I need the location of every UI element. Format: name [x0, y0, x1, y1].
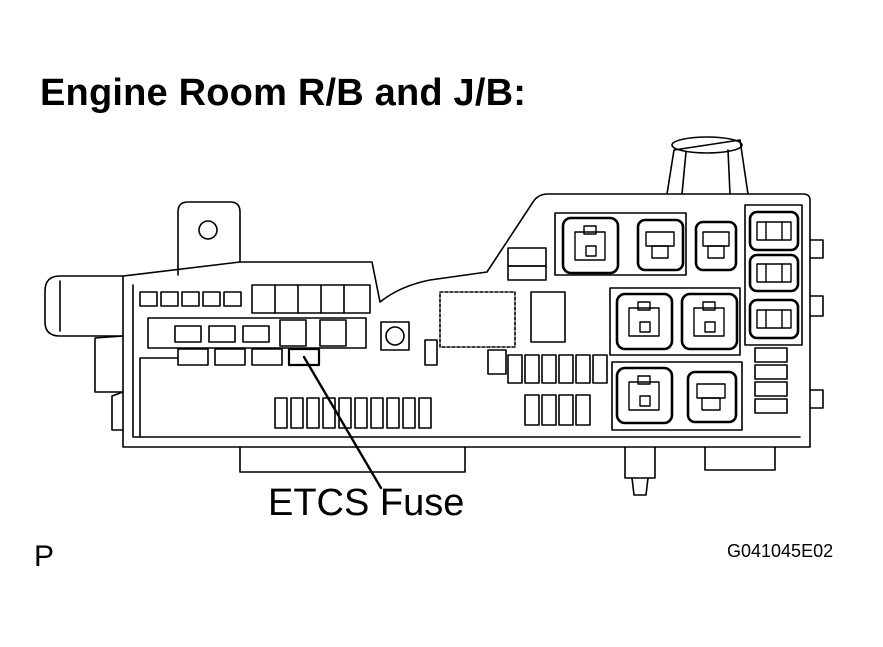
mid-fuse-block	[139, 317, 367, 438]
diagram-title: Engine Room R/B and J/B:	[40, 72, 527, 114]
relay-5	[748, 253, 800, 293]
top-connector	[666, 136, 749, 195]
page-marker: P	[34, 540, 55, 573]
callout-leader-line	[302, 355, 383, 490]
relay-10	[686, 370, 738, 424]
center-blocks	[424, 247, 566, 375]
etcs-fuse-label: ETCS Fuse	[268, 482, 465, 524]
relay-frames	[554, 204, 803, 431]
relay-2	[636, 218, 685, 272]
relay-9	[615, 366, 674, 425]
bottom-feet	[239, 446, 776, 496]
relay-8	[680, 292, 739, 351]
top-fuse-row	[139, 284, 371, 314]
relay-1	[561, 216, 620, 275]
round-post	[380, 321, 410, 351]
mini-fuse-grid	[507, 347, 788, 426]
relay-4	[748, 210, 800, 252]
etcs-fuse	[287, 347, 321, 367]
bottom-fuse-row	[274, 397, 432, 429]
relay-6	[748, 298, 800, 340]
relay-7	[615, 292, 674, 351]
mounting-bracket	[177, 201, 241, 276]
relay-3	[694, 220, 738, 272]
figure-id: G041045E02	[727, 541, 834, 561]
housing-outline	[122, 193, 824, 448]
side-connector	[44, 275, 124, 431]
